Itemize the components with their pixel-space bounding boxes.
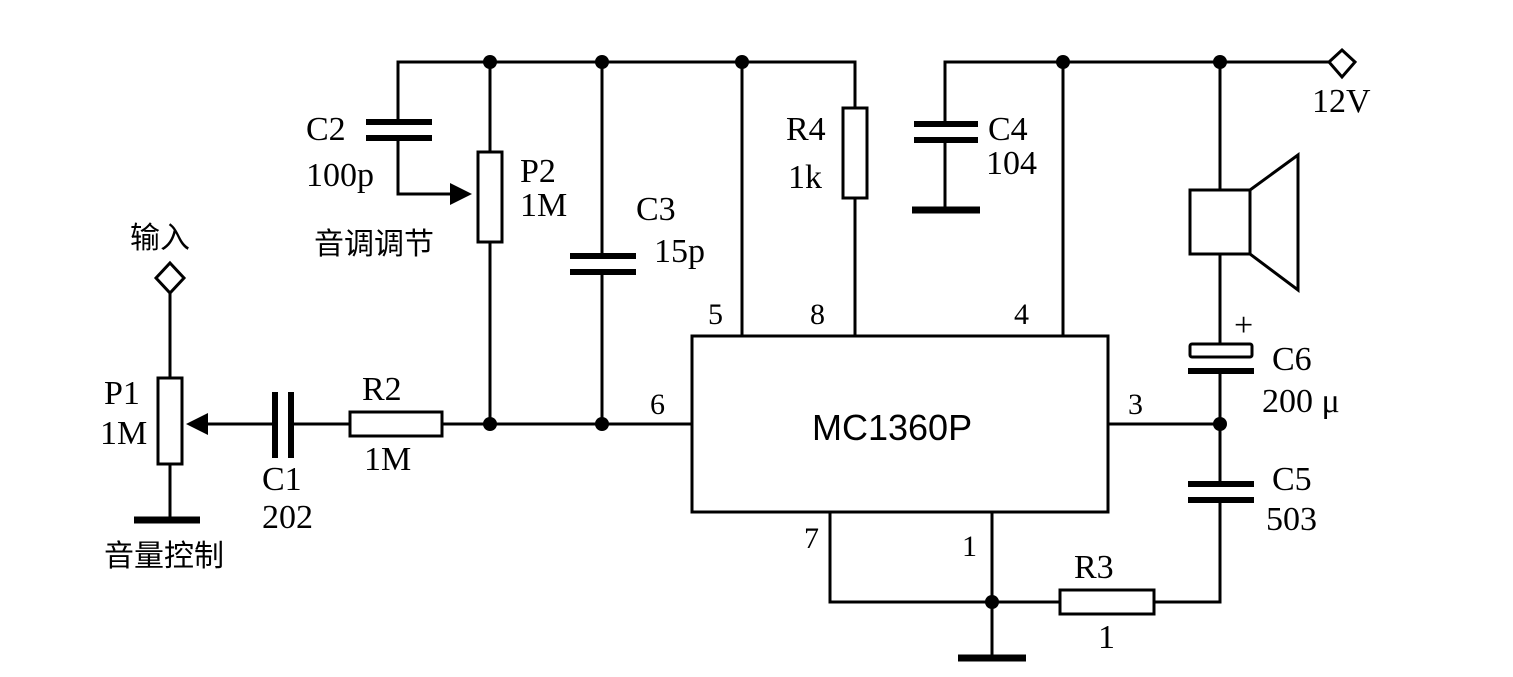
c4-value: 104 bbox=[986, 145, 1037, 182]
pin-1-label: 1 bbox=[962, 530, 977, 563]
supply-terminal: 12V bbox=[1312, 47, 1371, 120]
pin-8-label: 8 bbox=[810, 298, 825, 331]
r2-ref: R2 bbox=[362, 371, 402, 408]
potentiometer-p2: P2 1M 音调调节 bbox=[314, 60, 567, 431]
c5-ref: C5 bbox=[1272, 461, 1312, 498]
pin-7-label: 7 bbox=[804, 522, 819, 555]
output-node bbox=[1106, 417, 1227, 431]
c1-value: 202 bbox=[262, 499, 313, 536]
capacitor-c1: C1 202 bbox=[186, 392, 313, 536]
supply-label: 12V bbox=[1312, 83, 1371, 120]
speaker bbox=[1188, 60, 1300, 346]
pin-3-label: 3 bbox=[1128, 388, 1143, 421]
c3-ref: C3 bbox=[636, 191, 676, 228]
r4-ref: R4 bbox=[786, 111, 826, 148]
p1-caption: 音量控制 bbox=[104, 539, 224, 574]
r4-value: 1k bbox=[788, 159, 822, 196]
resistor-r4: R4 1k bbox=[786, 60, 869, 338]
p2-ref: P2 bbox=[520, 153, 556, 190]
input-label: 输入 bbox=[130, 221, 190, 256]
resistor-r2: R2 1M bbox=[288, 371, 444, 478]
c2-value: 100p bbox=[306, 157, 374, 194]
r2-value: 1M bbox=[364, 441, 411, 478]
input-terminal: 输入 bbox=[130, 221, 190, 296]
c6-polarity: + bbox=[1234, 307, 1253, 344]
supply-rail bbox=[396, 55, 1332, 69]
p2-caption: 音调调节 bbox=[314, 227, 434, 262]
capacitor-c5: C5 503 bbox=[1152, 422, 1317, 604]
c1-ref: C1 bbox=[262, 461, 302, 498]
pin-5-label: 5 bbox=[708, 298, 723, 331]
capacitor-c6: + C6 200 μ bbox=[1188, 307, 1340, 426]
c6-value: 200 μ bbox=[1262, 383, 1340, 420]
r3-value: 1 bbox=[1098, 619, 1115, 656]
p1-ref: P1 bbox=[104, 375, 140, 412]
c5-value: 503 bbox=[1266, 501, 1317, 538]
c6-ref: C6 bbox=[1272, 341, 1312, 378]
p2-value: 1M bbox=[520, 187, 567, 224]
ic-mc1360p: MC1360P 5 8 4 6 3 7 1 bbox=[650, 298, 1143, 563]
capacitor-c4: C4 104 bbox=[912, 60, 1037, 214]
r3-ref: R3 bbox=[1074, 549, 1114, 586]
pin-4-label: 4 bbox=[1014, 298, 1029, 331]
resistor-r3: R3 1 bbox=[990, 549, 1156, 656]
potentiometer-p1: P1 1M 音量控制 bbox=[100, 290, 224, 574]
c4-ref: C4 bbox=[988, 111, 1028, 148]
c3-value: 15p bbox=[654, 233, 705, 270]
capacitor-c3: C3 15p bbox=[570, 60, 705, 431]
ground-pins-1-7 bbox=[828, 510, 1026, 662]
capacitor-c2: C2 100p bbox=[306, 60, 472, 205]
p1-value: 1M bbox=[100, 415, 147, 452]
c2-ref: C2 bbox=[306, 111, 346, 148]
ic-label: MC1360P bbox=[812, 407, 972, 448]
pin-6-label: 6 bbox=[650, 388, 665, 421]
